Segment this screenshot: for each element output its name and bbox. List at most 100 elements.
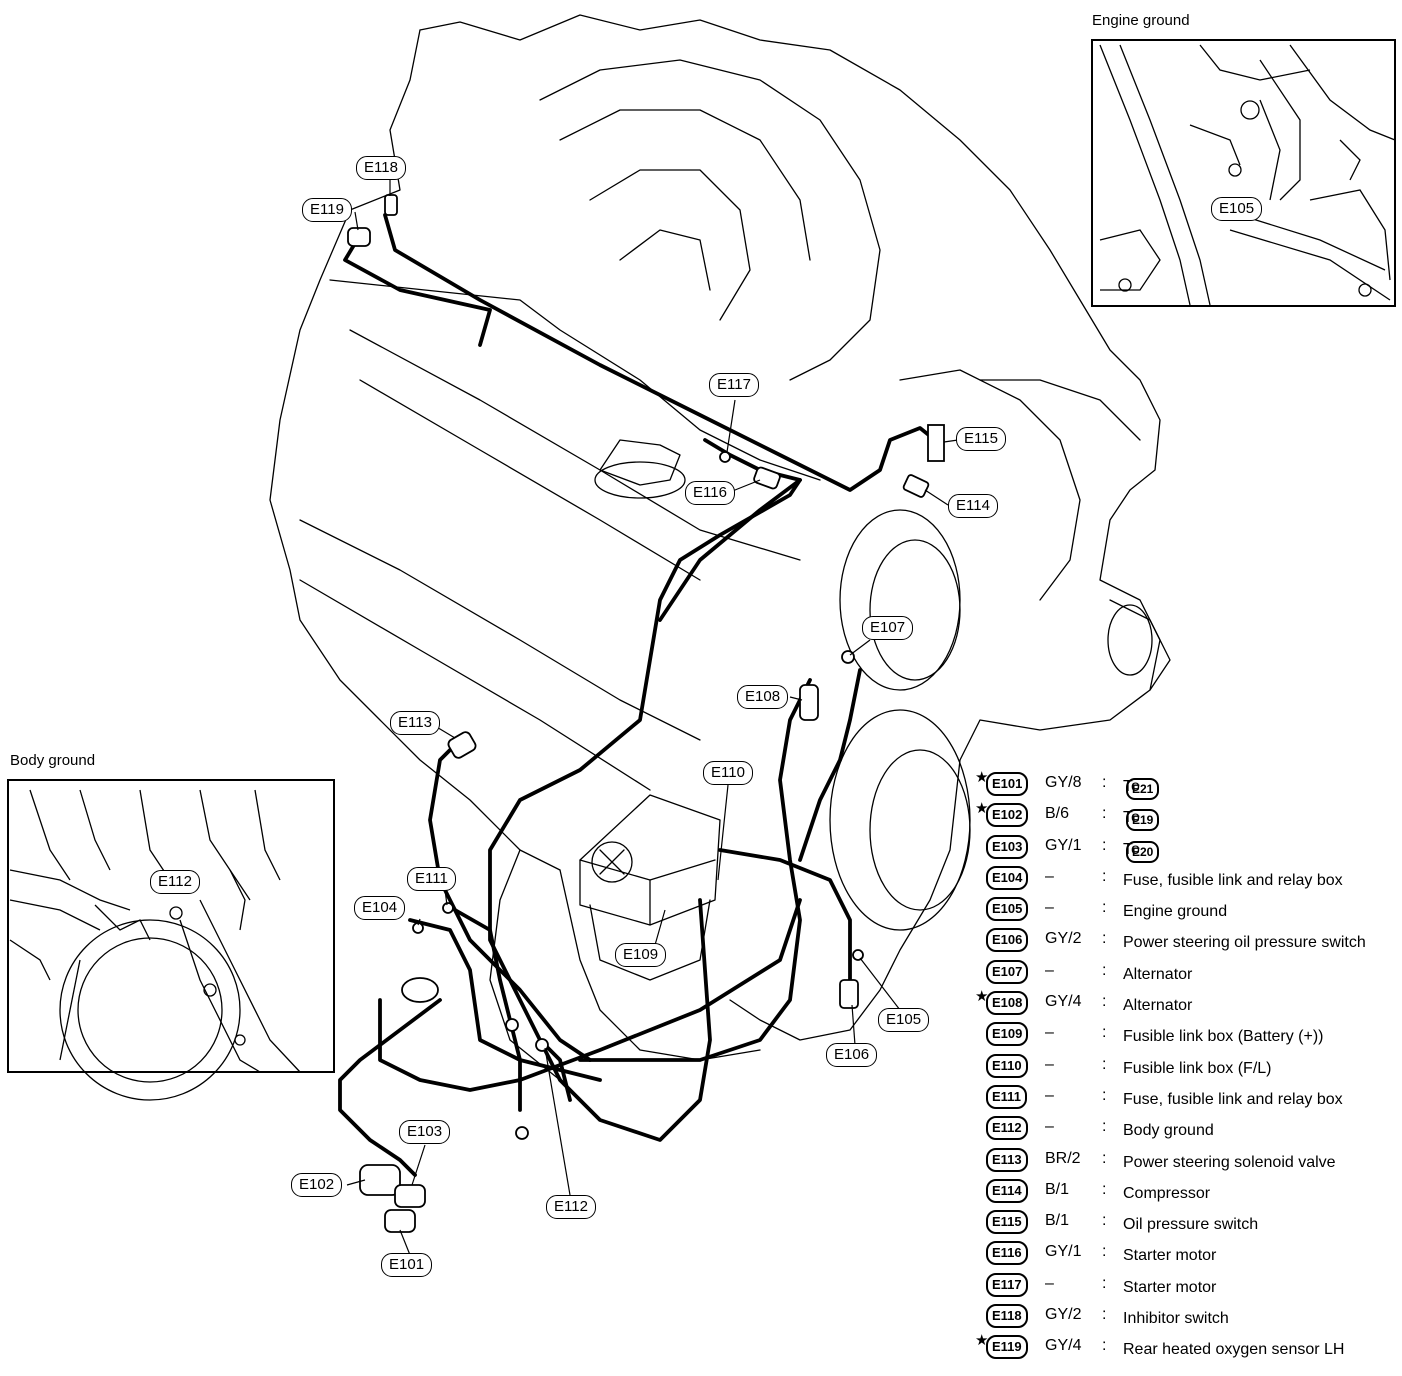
legend-wire-spec: GY/2 <box>1045 1306 1082 1324</box>
legend-wire-spec: – <box>1045 1024 1054 1042</box>
legend-star: ★ <box>975 988 989 1006</box>
legend-separator: : <box>1102 1306 1107 1324</box>
legend-row: E112–:Body ground <box>975 1114 1400 1145</box>
legend-separator: : <box>1102 1212 1107 1230</box>
legend-wire-spec: – <box>1045 1086 1054 1104</box>
legend-connector-code: E113 <box>986 1147 1028 1172</box>
legend-connector-code: E117 <box>986 1272 1028 1297</box>
callout-e119: E119 <box>302 198 352 222</box>
legend-wire-spec: – <box>1045 1118 1054 1136</box>
legend-separator: : <box>1102 1118 1107 1136</box>
legend-row: E107–:Alternator <box>975 958 1400 989</box>
legend-row: E117–:Starter motor <box>975 1271 1400 1302</box>
callout-e108: E108 <box>737 685 789 709</box>
legend-wire-spec: B/1 <box>1045 1212 1070 1230</box>
body-ground-inset <box>7 779 335 1101</box>
legend-row: E104–:Fuse, fusible link and relay box <box>975 864 1400 895</box>
callout-e117: E117 <box>709 373 759 397</box>
legend-description-text: Alternator <box>1123 965 1193 983</box>
legend-row: ★E119 GY/4: Rear heated oxygen sensor LH <box>975 1332 1400 1364</box>
legend-reference-code: E19 <box>1126 809 1160 832</box>
legend-description-text: Starter motor <box>1123 1278 1217 1296</box>
legend-description-text: Inhibitor switch <box>1123 1310 1229 1328</box>
legend-separator: : <box>1102 867 1107 885</box>
callout-e112: E112 <box>546 1195 596 1219</box>
legend-connector-code: E118 <box>986 1304 1028 1329</box>
legend-separator: : <box>1102 1243 1107 1261</box>
engine-ground-title: Engine ground <box>1092 12 1190 29</box>
legend-connector-code: E106 <box>986 928 1029 953</box>
legend-star: ★ <box>975 1332 989 1350</box>
legend-separator: : <box>1102 993 1107 1011</box>
wiring-harness <box>338 213 937 1177</box>
legend-wire-spec: GY/1 <box>1045 1243 1082 1261</box>
callout-e113: E113 <box>390 711 440 735</box>
legend-connector-code: E119 <box>986 1335 1028 1360</box>
legend-separator: : <box>1102 1024 1107 1042</box>
legend-connector-code: E116 <box>986 1241 1028 1266</box>
legend-wire-spec: GY/1 <box>1045 836 1082 854</box>
legend-description-text: Fusible link box (Battery (+)) <box>1123 1028 1324 1046</box>
engine-outline <box>419 14 1161 1041</box>
legend-wire-spec: GY/2 <box>1045 930 1082 948</box>
callout-e109: E109 <box>615 943 667 967</box>
callout-e102: E102 <box>291 1173 343 1197</box>
legend-description-text: Oil pressure switch <box>1123 1216 1259 1234</box>
legend-separator: : <box>1102 805 1107 823</box>
legend-description-text: Rear heated oxygen sensor LH <box>1123 1341 1345 1359</box>
legend-wire-spec: B/1 <box>1045 1180 1070 1198</box>
legend-description-text: Fuse, fusible link and relay box <box>1123 871 1343 889</box>
legend-separator: : <box>1102 1149 1107 1167</box>
legend-description-text: Starter motor <box>1123 1247 1217 1265</box>
legend-star: ★ <box>975 800 989 818</box>
legend-connector-code: E115 <box>986 1210 1028 1235</box>
legend-wire-spec: GY/4 <box>1045 1337 1082 1355</box>
callout-e103: E103 <box>399 1120 451 1144</box>
engine-ground-inset <box>1091 39 1396 307</box>
legend-separator: : <box>1102 1337 1107 1355</box>
legend-connector-code: E102 <box>986 803 1029 828</box>
legend-separator: : <box>1102 836 1107 854</box>
legend-description-text: Power steering oil pressure switch <box>1123 934 1366 952</box>
legend-connector-code: E109 <box>986 1022 1029 1047</box>
callout-e107: E107 <box>862 616 914 640</box>
legend-connector-code: E101 <box>986 772 1029 796</box>
leader-lines <box>346 180 959 1256</box>
callout-e110: E110 <box>703 761 753 785</box>
legend-wire-spec: – <box>1045 867 1054 885</box>
legend-separator: : <box>1102 930 1107 948</box>
callout-e112-inset: E112 <box>150 870 200 894</box>
legend-connector-code: E112 <box>986 1116 1028 1141</box>
legend-connector-code: E105 <box>986 897 1029 922</box>
legend-connector-code: E103 <box>986 834 1029 859</box>
legend-wire-spec: – <box>1045 1055 1054 1073</box>
callout-e105: E105 <box>878 1008 930 1032</box>
callout-e115: E115 <box>956 427 1006 451</box>
legend-wire-spec: – <box>1045 899 1054 917</box>
legend-row: E109–: Fusible link box (Battery (+)) <box>975 1020 1400 1051</box>
callout-e116: E116 <box>685 481 735 505</box>
legend-row: E111–:Fuse, fusible link and relay box <box>975 1083 1400 1114</box>
legend-wire-spec: BR/2 <box>1045 1149 1081 1167</box>
legend-row: E110–:Fusible link box (F/L) <box>975 1052 1400 1083</box>
callout-e114: E114 <box>948 494 998 518</box>
callout-e111: E111 <box>407 867 456 891</box>
callout-e118: E118 <box>356 156 406 180</box>
legend-connector-code: E114 <box>986 1178 1028 1203</box>
legend-description-text: Alternator <box>1123 997 1193 1015</box>
callout-e105-inset: E105 <box>1211 197 1263 221</box>
legend-row: E106 GY/2: Power steering oil pressure swi… <box>975 926 1400 957</box>
legend-row: E115 B/1: Oil pressure switch <box>975 1208 1400 1239</box>
legend-wire-spec: GY/4 <box>1045 993 1082 1011</box>
legend-wire-spec: – <box>1045 961 1054 979</box>
legend-connector-code: E108 <box>986 991 1029 1016</box>
legend-row: E116 GY/1: Starter motor <box>975 1239 1400 1270</box>
legend-description-text: Compressor <box>1123 1184 1211 1202</box>
legend-separator: : <box>1102 899 1107 917</box>
